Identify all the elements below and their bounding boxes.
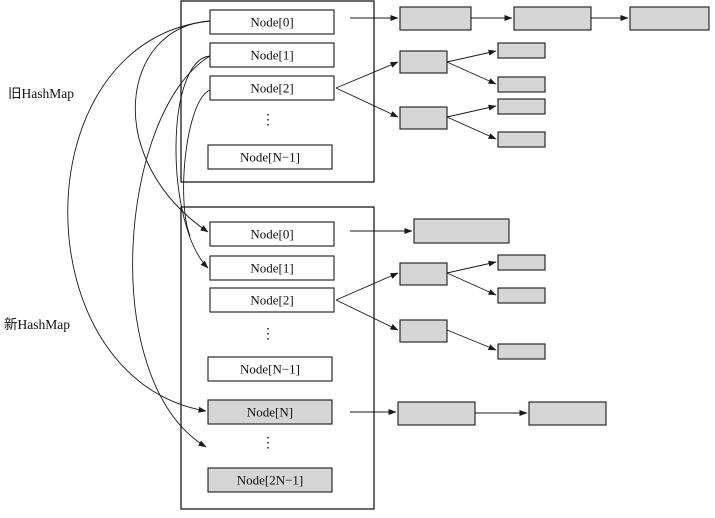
new-tree-left bbox=[399, 262, 448, 286]
old-node-2: Node[2] bbox=[209, 75, 335, 101]
old-ellipsis: ⋮ bbox=[261, 113, 275, 128]
new-node-0: Node[0] bbox=[209, 221, 335, 247]
old-tree-right bbox=[399, 106, 448, 130]
old-leaf-4 bbox=[497, 131, 546, 148]
new-arrow-2c bbox=[446, 260, 497, 274]
new-arrow-2d bbox=[446, 272, 497, 296]
new-entry-n-b bbox=[528, 401, 607, 426]
new-node-2n-1-label: Node[2N−1] bbox=[237, 473, 304, 488]
old-arrow-2b bbox=[335, 87, 399, 118]
old-hashmap-frame bbox=[180, 0, 375, 183]
old-node-1: Node[1] bbox=[209, 42, 335, 68]
new-hashmap-frame bbox=[180, 206, 375, 510]
new-node-n-label: Node[N] bbox=[247, 405, 293, 420]
new-tree-right bbox=[399, 319, 448, 343]
new-ellipsis-2: ⋮ bbox=[261, 436, 275, 451]
new-leaf-2 bbox=[497, 287, 546, 304]
new-node-2-label: Node[2] bbox=[250, 293, 293, 308]
old-arrow-2c bbox=[446, 49, 497, 63]
old-tree-left bbox=[399, 50, 448, 74]
old-hashmap-label: 旧HashMap bbox=[8, 86, 74, 101]
new-arrow-2e bbox=[446, 329, 497, 351]
old-arrow-2f bbox=[446, 116, 497, 140]
old-node-1-label: Node[1] bbox=[250, 48, 293, 63]
new-node-1: Node[1] bbox=[209, 255, 335, 281]
old-node-n-1-label: Node[N−1] bbox=[240, 150, 300, 165]
new-ellipsis-1: ⋮ bbox=[261, 327, 275, 342]
old-arrow-2d bbox=[446, 61, 497, 85]
new-node-n: Node[N] bbox=[207, 399, 333, 425]
old-leaf-1 bbox=[497, 42, 546, 59]
old-node-n-1: Node[N−1] bbox=[207, 144, 333, 170]
new-node-1-label: Node[1] bbox=[250, 261, 293, 276]
new-node-n-1-label: Node[N−1] bbox=[240, 362, 300, 377]
rehash-curve-0-to-n bbox=[67, 20, 211, 413]
new-hashmap-label: 新HashMap bbox=[4, 317, 70, 332]
old-entry-0c bbox=[629, 6, 710, 31]
rehash-curve-1-to-1 bbox=[175, 55, 211, 269]
old-node-0-label: Node[0] bbox=[250, 15, 293, 30]
new-arrow-2b bbox=[335, 299, 399, 331]
old-node-0: Node[0] bbox=[209, 9, 335, 35]
old-leaf-3 bbox=[497, 98, 546, 115]
rehash-curve-2 bbox=[183, 89, 211, 237]
old-node-2-label: Node[2] bbox=[250, 81, 293, 96]
new-arrow-2a bbox=[335, 272, 399, 301]
old-arrow-2a bbox=[335, 61, 399, 89]
rehash-curve-1-to-high bbox=[132, 55, 211, 448]
old-arrow-2e bbox=[446, 104, 497, 118]
new-leaf-3 bbox=[497, 343, 546, 360]
new-node-2n-1: Node[2N−1] bbox=[207, 467, 333, 493]
new-node-0-label: Node[0] bbox=[250, 227, 293, 242]
new-leaf-1 bbox=[497, 254, 546, 271]
new-entry-0 bbox=[413, 218, 510, 244]
rehash-curve-0-to-0 bbox=[134, 20, 211, 233]
new-node-n-1: Node[N−1] bbox=[207, 356, 333, 382]
old-entry-0a bbox=[399, 6, 472, 31]
new-entry-n-a bbox=[397, 401, 476, 426]
old-entry-0b bbox=[513, 6, 592, 31]
new-node-2: Node[2] bbox=[209, 287, 335, 313]
old-leaf-2 bbox=[497, 76, 546, 93]
